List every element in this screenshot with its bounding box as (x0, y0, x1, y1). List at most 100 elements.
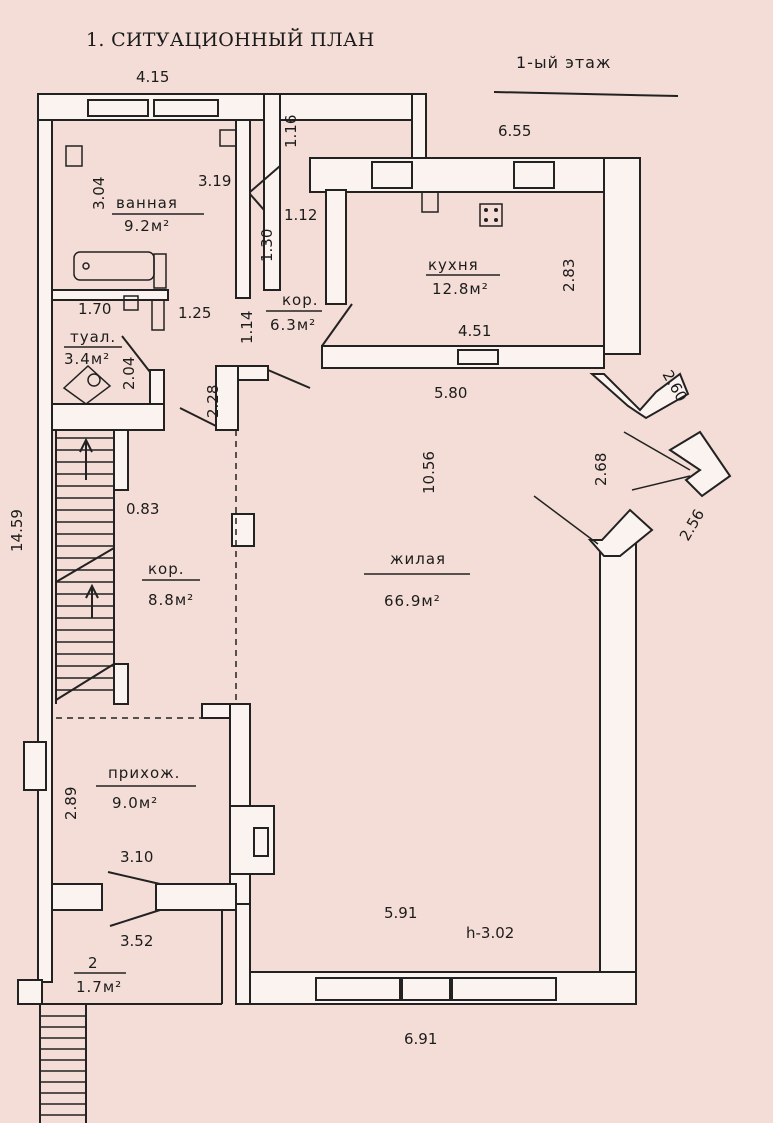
window-bath-2 (153, 99, 219, 117)
toilet-stub (151, 299, 165, 331)
pillar (231, 513, 255, 547)
plan-title: 1. СИТУАЦИОННЫЙ ПЛАН (86, 28, 375, 51)
bay-line-2 (631, 475, 691, 491)
fixtures (62, 129, 503, 405)
dim-14-59: 14.59 (8, 509, 26, 552)
burner-1 (484, 208, 488, 212)
window-kitchen-1 (371, 161, 413, 189)
window-living-1 (315, 977, 401, 1001)
stove-inner (253, 827, 269, 857)
room-toilet-area: 3.4м² (64, 350, 110, 368)
hall-wall-cap (201, 703, 231, 719)
dim-1-70: 1.70 (78, 300, 111, 318)
bay-door-swing (533, 495, 599, 545)
bathtub (73, 251, 155, 281)
room-living-area: 66.9м² (384, 592, 441, 610)
burner-4 (494, 218, 498, 222)
burner-3 (484, 218, 488, 222)
bay-wall-lower (587, 508, 654, 557)
window-living-2 (401, 977, 451, 1001)
dim-3-04: 3.04 (90, 177, 108, 210)
room-corridor-name: кор. (148, 560, 185, 578)
dim-1-25: 1.25 (178, 304, 211, 322)
exterior-steps (39, 1004, 87, 1123)
porch-post (17, 979, 43, 1005)
corridor-column-cap (237, 365, 269, 381)
bath-block (123, 295, 139, 311)
stair-landing (55, 663, 115, 701)
hall-wall-bottom-right (155, 883, 237, 911)
bay-wall-upper (589, 372, 690, 420)
dim-2-68: 2.68 (592, 453, 610, 486)
burner-2 (494, 208, 498, 212)
room-toilet-name: туал. (70, 328, 116, 346)
dim-1-30: 1.30 (258, 229, 276, 262)
kitchen-window-bottom (457, 349, 499, 365)
corridor-wall (263, 93, 281, 291)
bath-wall-stub (153, 253, 167, 289)
room-bath-name: ванная (116, 194, 178, 212)
room-living-name: жилая (390, 550, 446, 568)
dim-0-83: 0.83 (126, 500, 159, 518)
corridor-column (215, 365, 239, 431)
toilet-seat (87, 373, 101, 387)
dim-2-28: 2.28 (204, 385, 222, 418)
kitchen-stove (479, 203, 503, 227)
walls (17, 93, 641, 1005)
room-labels: ванная 9.2м² кухня 12.8м² туал. 3.4м² ко… (64, 194, 500, 996)
kitchen-wall-right (603, 157, 641, 355)
hall-wall-bottom-left (51, 883, 103, 911)
room-hall-name: прихож. (108, 764, 180, 782)
door-bath (249, 165, 281, 193)
doors (107, 165, 353, 927)
door-toilet (121, 335, 151, 373)
bay-line-1 (623, 431, 691, 471)
floor-label: 1-ый этаж (516, 53, 611, 72)
toilet-bowl (62, 364, 112, 405)
kitchen-wall-top (309, 157, 641, 193)
wall-upper-right (411, 93, 427, 163)
bath-sink (65, 145, 83, 167)
door-corridor-2 (179, 407, 217, 427)
bath-wall-right (235, 119, 251, 299)
toilet-wall-bottom (51, 403, 165, 431)
porch-wall-right (235, 903, 251, 1005)
dim-1-16: 1.16 (282, 115, 300, 148)
floor-label-underline (493, 91, 679, 97)
stair-arrow-up-icon (79, 437, 93, 453)
dim-4-51: 4.51 (458, 322, 491, 340)
window-bath-1 (87, 99, 149, 117)
bath-fixture (219, 129, 237, 147)
dim-5-80: 5.80 (434, 384, 467, 402)
outer-wall-left (37, 93, 53, 983)
dim-1-12: 1.12 (284, 206, 317, 224)
stair-break (55, 547, 115, 583)
room-porch-area: 1.7м² (76, 978, 122, 996)
dim-1-14: 1.14 (238, 311, 256, 344)
dim-4-15: 4.15 (136, 68, 169, 86)
room-corridor-small-name: кор. (282, 291, 319, 309)
door-corridor (267, 369, 311, 389)
dim-5-91: 5.91 (384, 904, 417, 922)
dim-2-89: 2.89 (62, 787, 80, 820)
room-corridor-small-area: 6.3м² (270, 316, 316, 334)
dim-6-55: 6.55 (498, 122, 531, 140)
window-living-3 (451, 977, 557, 1001)
bay-window (533, 372, 732, 557)
dimension-labels: 4.15 6.55 1.16 3.04 3.19 1.12 1.30 2.83 … (8, 68, 708, 1048)
stair-wall (113, 429, 129, 491)
dim-2-56: 2.56 (676, 506, 708, 544)
door-hall-2 (109, 909, 161, 927)
room-bath-area: 9.2м² (124, 217, 170, 235)
dim-6-91: 6.91 (404, 1030, 437, 1048)
bath-toilet-wall (51, 289, 169, 301)
bathtub-drain (82, 262, 90, 270)
bay-corner (668, 430, 732, 498)
ceiling-height: h-3.02 (466, 924, 514, 942)
room-hall-area: 9.0м² (112, 794, 158, 812)
room-corridor-area: 8.8м² (148, 591, 194, 609)
door-bath-2 (249, 193, 265, 211)
hall-window (23, 741, 47, 791)
dim-3-19: 3.19 (198, 172, 231, 190)
